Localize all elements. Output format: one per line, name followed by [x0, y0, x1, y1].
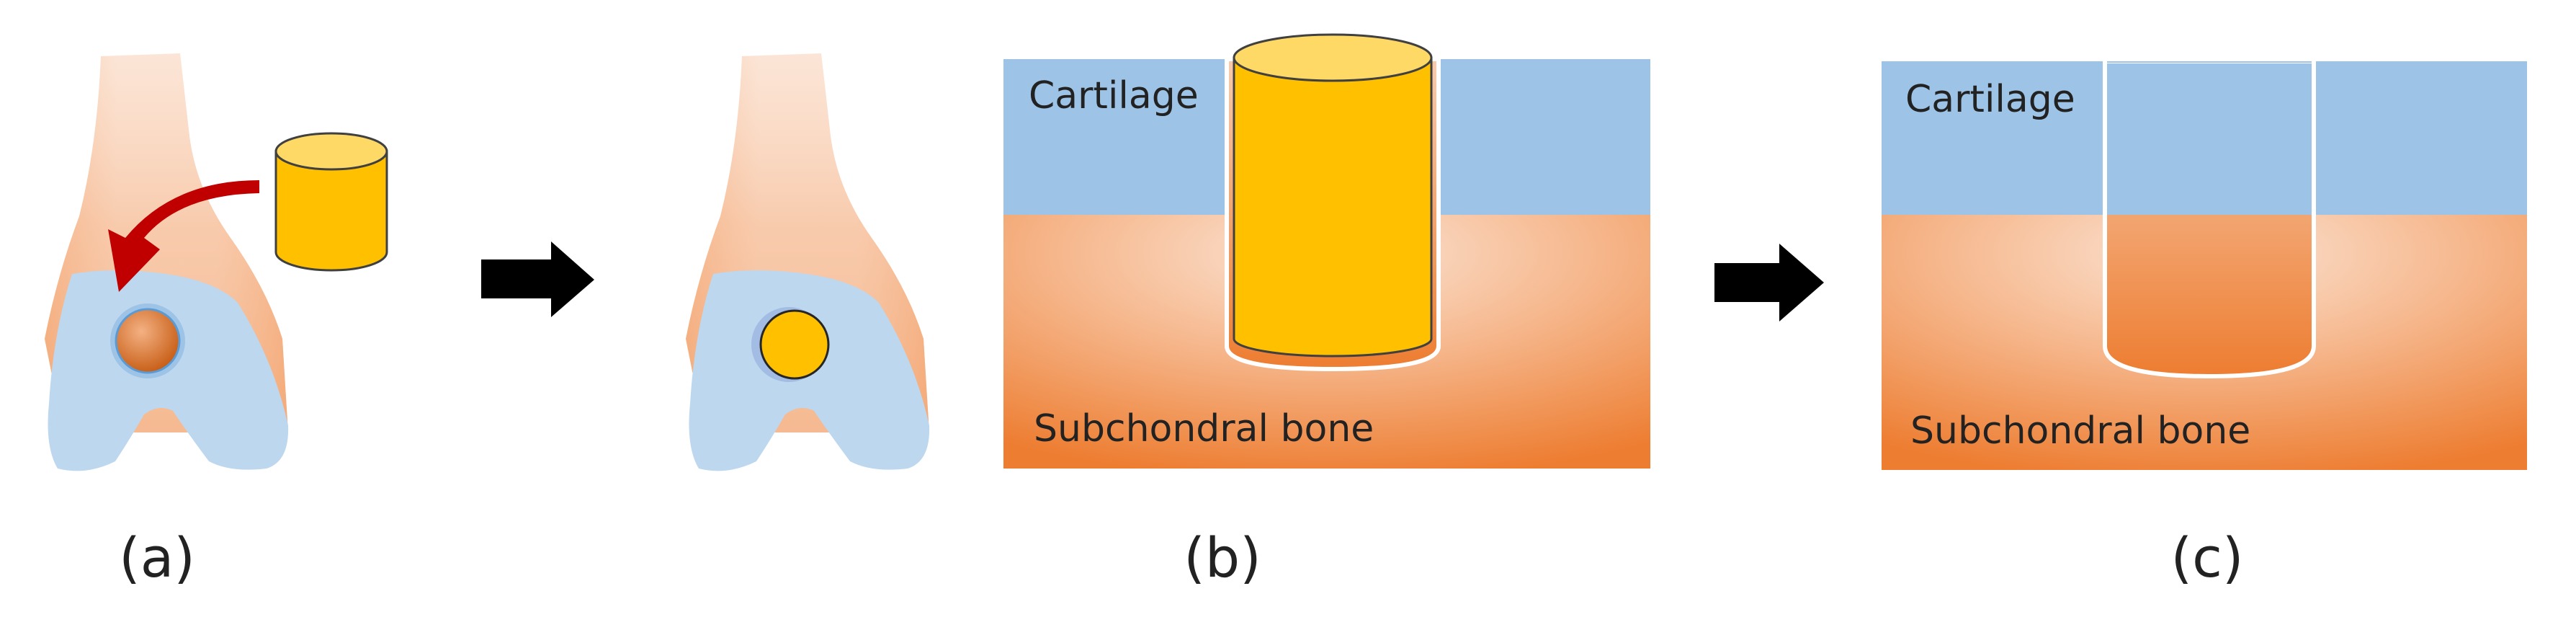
- subchondral-bone-label: Subchondral bone: [1910, 409, 2250, 453]
- curved-insertion-arrow-icon: [108, 180, 259, 292]
- inserted-plug: [751, 307, 830, 382]
- panel-b: Cartilage Subchondral bone (b): [1003, 33, 1650, 590]
- right-arrow-icon: [1714, 244, 1824, 321]
- cylinder-plug-icon: [1233, 33, 1433, 358]
- panel-c-caption: (c): [2170, 525, 2243, 590]
- cartilage-defect: [110, 303, 185, 378]
- right-arrow-icon: [481, 241, 594, 317]
- panel-a-result: [686, 53, 930, 471]
- panel-a-caption: (a): [119, 525, 195, 590]
- bone-femur-icon: [686, 53, 930, 471]
- bone-femur-icon: [45, 53, 289, 471]
- empty-defect-hole: [2103, 61, 2316, 379]
- panel-a: (a): [45, 53, 388, 590]
- panel-c: Cartilage Subchondral bone (c): [1882, 61, 2527, 590]
- cartilage-label: Cartilage: [1029, 74, 1199, 117]
- panel-b-caption: (b): [1184, 525, 1261, 590]
- subchondral-bone-label: Subchondral bone: [1034, 407, 1374, 450]
- cylinder-plug-icon: [274, 132, 388, 272]
- cartilage-label: Cartilage: [1905, 78, 2075, 121]
